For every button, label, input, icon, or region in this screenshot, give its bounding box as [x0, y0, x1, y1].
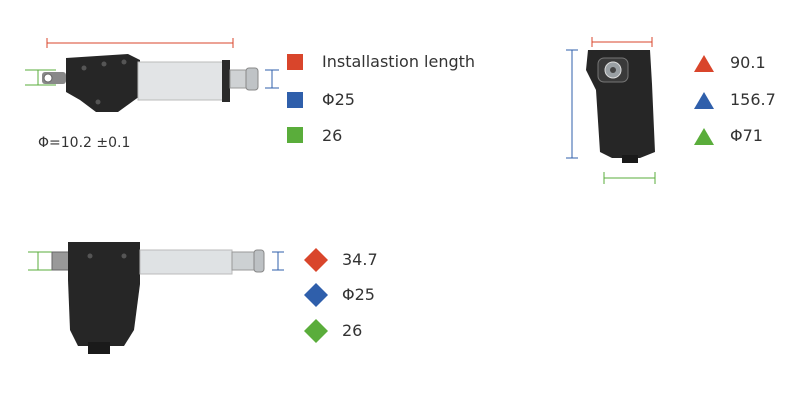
- width-dimension: [591, 37, 653, 47]
- extension-tube: [139, 249, 233, 275]
- tolerance-note: Φ=10.2 ±0.1: [38, 135, 131, 151]
- legend-marker-red-square: [287, 54, 303, 70]
- legend-marker-green-diamond: [304, 319, 328, 343]
- depth-dimension: [603, 172, 656, 184]
- legend-label-90-1: 90.1: [730, 53, 766, 72]
- legend-marker-blue-square: [287, 92, 303, 108]
- legend-label-26-2: 26: [342, 321, 363, 340]
- legend-marker-green-square: [287, 127, 303, 143]
- legend-marker-green-triangle: [694, 128, 714, 145]
- legend-label-phi25-2: Φ25: [342, 285, 375, 304]
- rod-diameter-dimension: [272, 251, 284, 271]
- rod-end-dimension: [265, 69, 279, 89]
- legend-label-phi25: Φ25: [322, 90, 355, 109]
- legend-marker-red-diamond: [304, 248, 328, 272]
- rear-clevis-dimension: [25, 69, 56, 86]
- installation-length-dimension: [46, 38, 234, 48]
- outer-tube: [137, 61, 227, 101]
- gearbox-housing: [68, 242, 140, 346]
- legend-label-34-7: 34.7: [342, 250, 378, 269]
- legend-label-26: 26: [322, 126, 343, 145]
- legend-marker-blue-diamond: [304, 283, 328, 307]
- legend-marker-red-triangle: [694, 55, 714, 72]
- legend-label-phi71: Φ71: [730, 126, 763, 145]
- legend-label-156-7: 156.7: [730, 90, 776, 109]
- legend-marker-blue-triangle: [694, 92, 714, 109]
- height-dimension: [566, 49, 578, 159]
- legend-label-installation-length: Installastion length: [322, 52, 476, 71]
